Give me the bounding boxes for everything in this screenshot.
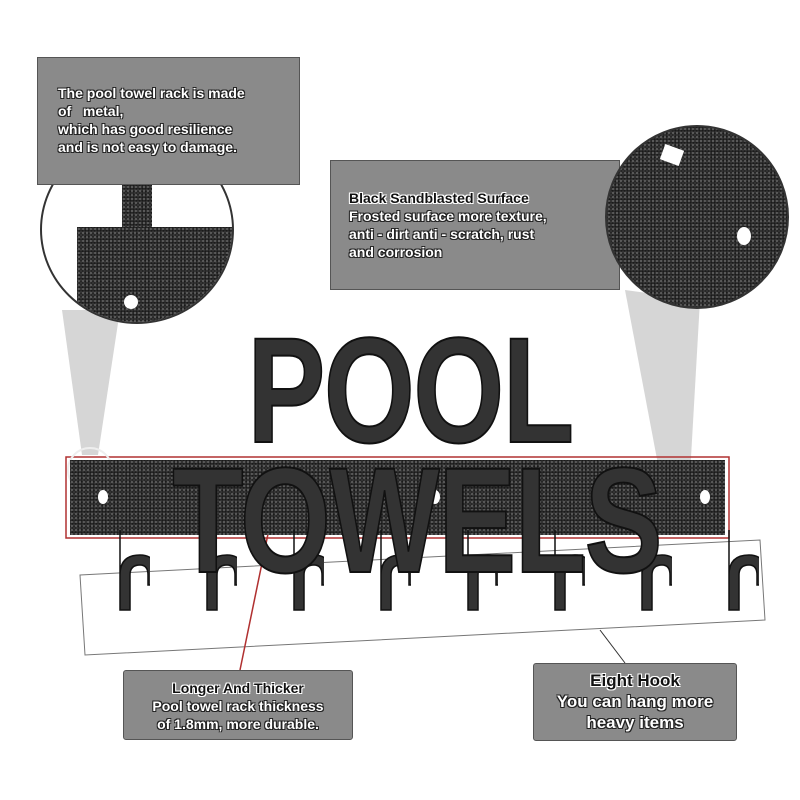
callout-thickness: Longer And Thicker Pool towel rack thick… <box>123 670 353 740</box>
hook-2 <box>206 530 237 611</box>
callout-line: of metal, <box>58 103 124 119</box>
hook-8 <box>728 530 759 611</box>
callout-hooks: Eight Hook You can hang more heavy items <box>533 663 737 741</box>
callout-line: and is not easy to damage. <box>58 139 237 155</box>
hook-5 <box>467 530 498 611</box>
callout-title: Black Sandblasted Surface <box>349 190 529 206</box>
callout-title: Longer And Thicker <box>172 680 304 696</box>
hook-7 <box>641 530 672 611</box>
rack-bar <box>70 460 725 535</box>
callout-line: and corrosion <box>349 244 443 260</box>
hook-6 <box>554 530 585 611</box>
callout-line: Frosted surface more texture, <box>349 208 547 224</box>
callout-surface: Black Sandblasted Surface Frosted surfac… <box>330 160 620 290</box>
callout-line: heavy items <box>586 713 684 732</box>
callout-title: Eight Hook <box>590 671 680 690</box>
callout-line: anti - dirt anti - scratch, rust <box>349 226 535 242</box>
callout-line: which has good resilience <box>58 121 233 137</box>
callout-line: You can hang more <box>556 692 714 711</box>
callout-material: The pool towel rack is made of metal, wh… <box>37 57 300 185</box>
product-title: POOL TOWELS <box>171 306 663 604</box>
hook-3 <box>293 530 324 611</box>
detail-circle-surface <box>605 125 789 309</box>
callout-line: of 1.8mm, more durable. <box>157 716 319 732</box>
hook-1 <box>119 530 150 611</box>
callout-line: The pool towel rack is made <box>58 85 245 101</box>
callout-line: Pool towel rack thickness <box>152 698 324 714</box>
hook-4 <box>380 530 411 611</box>
